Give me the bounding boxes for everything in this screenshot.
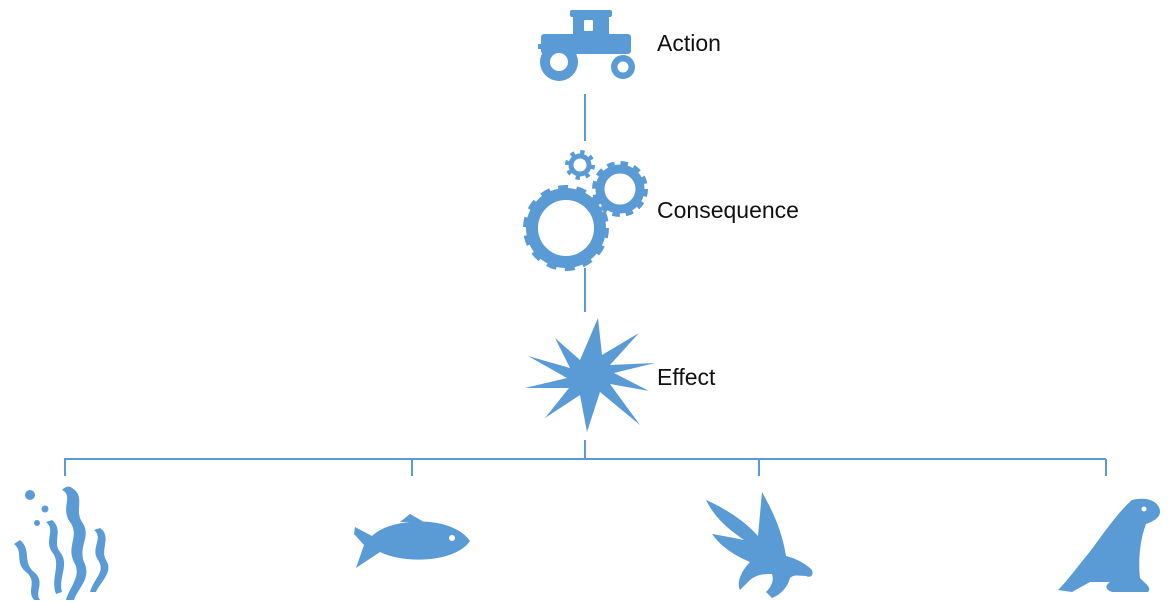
fish-icon <box>354 514 470 568</box>
effect-label: Effect <box>657 364 716 390</box>
tractor-icon <box>538 10 635 81</box>
gears-icon <box>523 150 648 271</box>
seal-icon <box>1058 498 1160 592</box>
action-label: Action <box>657 30 721 56</box>
seaweed-icon <box>14 486 109 600</box>
connector-lines <box>64 94 1107 476</box>
starburst-icon <box>525 318 655 432</box>
consequence-label: Consequence <box>657 197 799 223</box>
eagle-icon <box>706 492 813 598</box>
